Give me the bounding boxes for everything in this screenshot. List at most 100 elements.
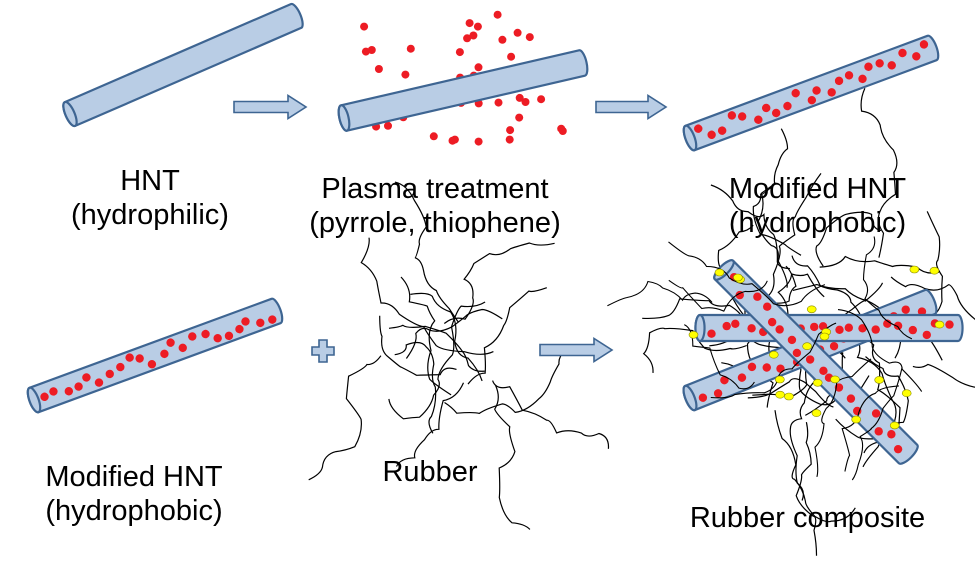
crosslink-point (806, 305, 817, 314)
dot (737, 112, 747, 121)
rubber-chain (388, 301, 486, 420)
crosslink-point (802, 342, 812, 351)
dot (783, 101, 792, 111)
composite-chains-over (607, 236, 923, 481)
crosslink-point (688, 330, 699, 339)
composite-chain (890, 276, 975, 321)
rubber-chain (394, 341, 437, 434)
crosslink-points (688, 265, 945, 430)
tube-end (337, 104, 351, 132)
dot (707, 130, 716, 139)
plasma-dot (406, 44, 415, 53)
dot (844, 71, 854, 80)
dot (147, 360, 157, 369)
tube-end (26, 386, 42, 414)
plasma-dot (507, 52, 516, 61)
dot (775, 325, 784, 334)
dot (792, 348, 802, 358)
plasma-dot (493, 10, 502, 19)
dot (694, 124, 703, 133)
crosslink-point (774, 375, 785, 384)
composite-tube-3 (713, 259, 919, 465)
dot (713, 389, 723, 398)
dot (241, 317, 250, 326)
plasma-dot (474, 137, 483, 146)
plasma-treatment-label-line2: (pyrrole, thiophene) (309, 207, 561, 239)
hnt-label-line1: HNT (120, 165, 180, 197)
crosslink-point (929, 266, 940, 275)
rubber-chain (492, 380, 610, 449)
plasma-dot (515, 113, 524, 122)
dot (922, 330, 931, 340)
dot (917, 307, 927, 316)
dot (125, 353, 134, 362)
rubber-chain (410, 292, 483, 382)
dot (747, 324, 756, 333)
composite-chain-over (841, 385, 899, 472)
dot (887, 430, 896, 439)
composite-chain-over (684, 324, 755, 390)
plasma-dot (505, 135, 514, 144)
dot (807, 95, 817, 105)
rubber-chain (400, 276, 452, 396)
dot (767, 317, 777, 327)
dot (898, 48, 907, 58)
composite-chain-over (862, 236, 913, 340)
crosslink-point (768, 350, 779, 359)
dot (893, 321, 903, 330)
dot (901, 305, 910, 314)
composite-chain (774, 410, 856, 523)
process-arrows (233, 94, 668, 363)
dot (235, 324, 244, 334)
dot (64, 387, 74, 396)
crosslink-point (851, 415, 862, 424)
dot (74, 382, 83, 391)
dot (819, 366, 828, 376)
composite-chain-over (668, 279, 768, 312)
dot (268, 315, 277, 324)
plasma-dot (521, 98, 530, 106)
dot (864, 62, 873, 71)
modified-hnt-label-bottom-line2: (hydrophobic) (45, 495, 223, 527)
crosslink-point (830, 375, 840, 384)
composite-chain (819, 255, 940, 274)
rubber-chain (494, 385, 531, 530)
rubber-composite-label: Rubber composite (689, 502, 926, 534)
dot (887, 61, 896, 70)
modified-hnt-label-top-line2: (hydrophobic) (728, 207, 907, 239)
hnt-label: HNT (hydrophilic) (30, 164, 270, 232)
composite-chain-over (851, 367, 903, 481)
composite-chain (791, 255, 866, 327)
composite-chain-over (837, 309, 923, 392)
plasma-treatment-label-line1: Plasma treatment (321, 173, 549, 205)
crosslink-point (812, 378, 823, 387)
modified-hnt-tube-bottom (26, 297, 284, 414)
dot (791, 88, 800, 98)
dot (810, 322, 819, 332)
composite-chain (862, 356, 909, 468)
composite-chain (860, 87, 898, 258)
plasma-dot (498, 35, 507, 44)
modified-hnt-tube-top (682, 34, 940, 152)
dot (874, 427, 883, 436)
plasma-dot (525, 33, 534, 42)
crosslink-point (775, 390, 785, 399)
composite-chain (795, 421, 818, 556)
crosslink-point (889, 421, 900, 430)
hnt-label-line2: (hydrophilic) (71, 199, 229, 231)
rubber-label: Rubber (382, 456, 478, 488)
composite-chain (815, 211, 882, 267)
dot (893, 444, 903, 454)
composite-chain (710, 184, 790, 270)
crosslink-point (819, 332, 830, 341)
dot (771, 108, 781, 118)
plasma-dot (401, 70, 410, 79)
dot (160, 349, 169, 359)
composite-chain-over (814, 358, 872, 478)
plasma-dot (469, 31, 478, 40)
dot (49, 387, 58, 396)
plasma-dot (463, 34, 472, 43)
dot (858, 74, 867, 84)
plasma-dot (473, 22, 482, 31)
rubber-chain (467, 287, 548, 385)
